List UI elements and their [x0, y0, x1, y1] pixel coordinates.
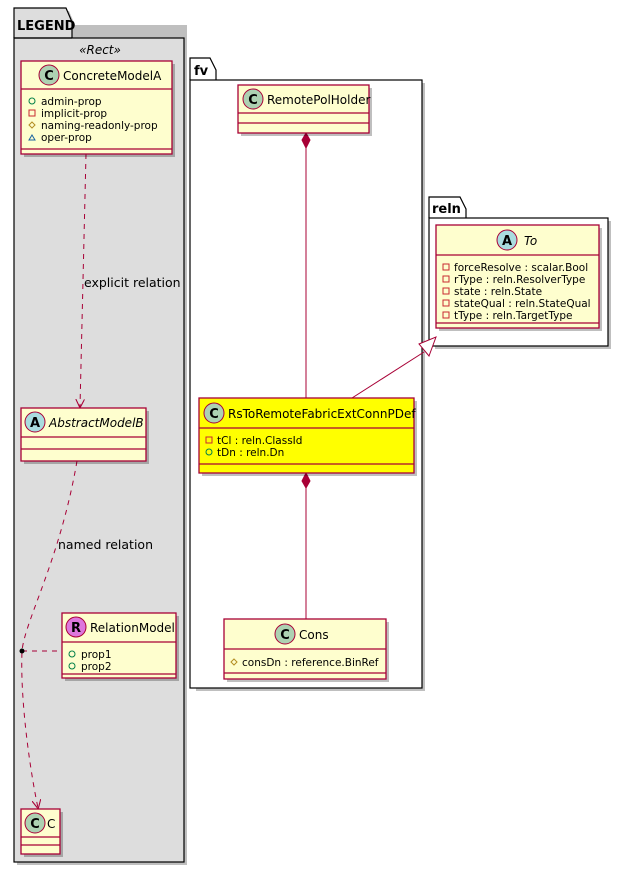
abstract-kind-circle-icon [496, 229, 518, 251]
private-visibility-icon [28, 109, 36, 117]
abstract-kind-circle-icon [24, 411, 46, 433]
attribute-text: forceResolve : scalar.Bool [454, 262, 588, 274]
attribute-text: consDn : reference.BinRef [242, 657, 379, 669]
class-name: AbstractModelB [48, 416, 144, 430]
class-to[interactable]: A To forceResolve : scalar.Bool rType : … [435, 224, 602, 331]
class-kind-letter: C [30, 817, 40, 832]
attribute-text: naming-readonly-prop [41, 120, 158, 132]
legend-stereotype: «Rect» [79, 43, 121, 57]
private-visibility-icon [442, 275, 450, 283]
explicit-relation-edge [80, 153, 87, 407]
class-kind-circle-icon [203, 402, 225, 424]
attribute-text: rType : reln.ResolverType [454, 274, 585, 286]
class-rs-to-remote-fabric-ext-conn-p-def[interactable]: C RsToRemoteFabricExtConnPDef tCl : reln… [198, 397, 417, 476]
class-name: RsToRemoteFabricExtConnPDef [228, 407, 416, 421]
private-visibility-icon [205, 436, 213, 444]
class-name: RemotePolHolder [267, 93, 370, 107]
class-kind-circle-icon [242, 88, 264, 110]
class-name: ConcreteModelA [63, 69, 162, 83]
class-name: RelationModel [90, 621, 175, 635]
attribute-text: prop2 [81, 661, 112, 673]
reln-package-title: reln [432, 202, 461, 217]
attribute-text: admin-prop [41, 96, 102, 108]
private-visibility-icon [442, 263, 450, 271]
class-kind-letter: C [248, 93, 258, 108]
attribute-text: tCl : reln.ClassId [217, 435, 302, 447]
class-kind-circle-icon [274, 623, 296, 645]
public-visibility-icon [28, 97, 36, 105]
class-name: Cons [299, 628, 329, 642]
class-kind-letter: R [71, 621, 81, 636]
class-remote-pol-holder[interactable]: C RemotePolHolder [237, 84, 372, 136]
private-visibility-icon [442, 311, 450, 319]
attribute-text: stateQual : reln.StateQual [454, 298, 591, 310]
public-visibility-icon [68, 650, 76, 658]
relation-kind-circle-icon [65, 616, 87, 638]
attribute-text: prop1 [81, 649, 112, 661]
explicit-relation-label: explicit relation [84, 275, 181, 290]
attribute-text: tType : reln.TargetType [454, 310, 573, 322]
class-kind-letter: C [209, 407, 219, 422]
public-visibility-icon [205, 448, 213, 456]
class-kind-letter: C [280, 628, 290, 643]
composition-diamond-holder [301, 131, 311, 150]
class-kind-letter: A [502, 234, 512, 249]
inheritance-edge [351, 351, 425, 399]
class-relation-model[interactable]: R RelationModel prop1 prop2 [61, 612, 179, 681]
class-name: C [47, 817, 55, 831]
composition-diamond-cons [301, 471, 311, 490]
legend-package-title: LEGEND [17, 19, 76, 34]
public-visibility-icon [68, 662, 76, 670]
protected-visibility-icon [28, 121, 36, 129]
private-visibility-icon [442, 299, 450, 307]
legend-package: LEGEND «Rect» [13, 7, 187, 865]
class-abstract-model-b[interactable]: A AbstractModelB [20, 407, 149, 464]
class-kind-letter: A [30, 416, 40, 431]
private-visibility-icon [442, 287, 450, 295]
fv-package-title: fv [194, 64, 209, 79]
class-kind-circle-icon [24, 812, 46, 834]
attribute-text: oper-prop [41, 132, 92, 144]
class-kind-letter: C [44, 69, 54, 84]
junction-dot [19, 648, 25, 654]
attribute-text: state : reln.State [454, 286, 542, 298]
fv-package: fv [189, 57, 425, 691]
class-kind-circle-icon [38, 64, 60, 86]
named-relation-label: named relation [58, 537, 153, 552]
class-name: To [524, 234, 537, 248]
protected-visibility-icon [230, 658, 238, 666]
class-c[interactable]: C C [20, 808, 63, 857]
class-cons[interactable]: C Cons consDn : reference.BinRef [223, 618, 389, 682]
inheritance-triangle [418, 336, 437, 357]
attribute-text: tDn : reln.Dn [217, 447, 284, 459]
edges: explicit relation named relation [19, 131, 437, 808]
class-concrete-model-a[interactable]: C ConcreteModelA admin-prop implicit-pro… [20, 60, 175, 157]
attribute-text: implicit-prop [41, 108, 107, 120]
package-visibility-icon [28, 134, 36, 141]
